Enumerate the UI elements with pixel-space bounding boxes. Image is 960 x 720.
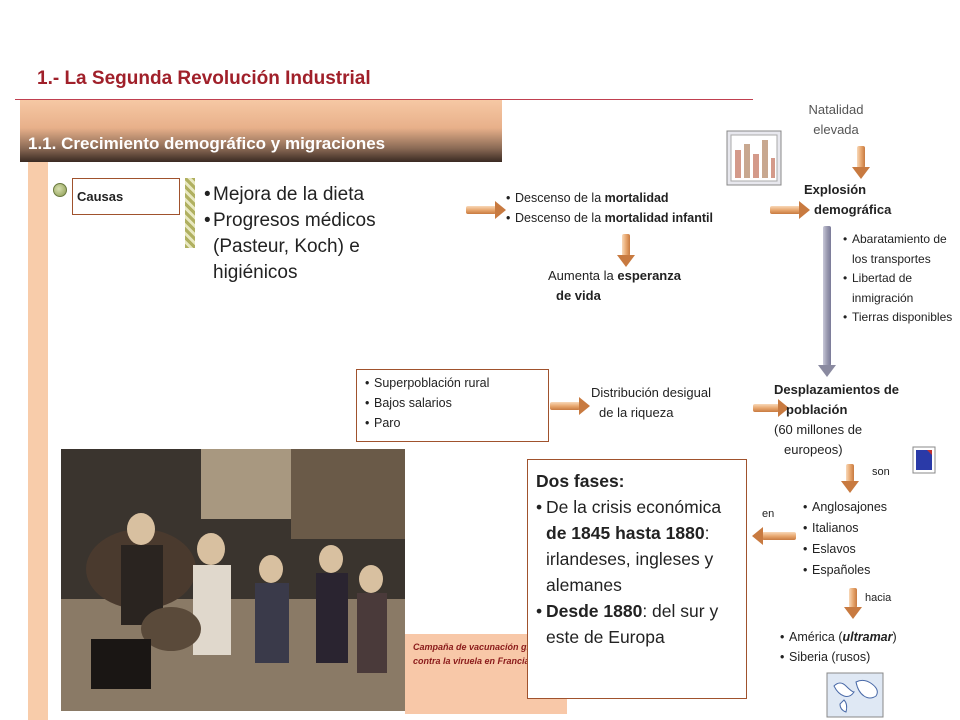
causas-box: Causas bbox=[72, 178, 180, 215]
distribucion-line: de la riqueza bbox=[599, 405, 674, 420]
desplazamientos-text: Desplazamientos de población (60 millone… bbox=[774, 380, 934, 460]
list-item: Mejora de la dieta bbox=[204, 182, 394, 208]
vaccination-illustration bbox=[61, 449, 405, 711]
list-item: Descenso de la mortalidad bbox=[506, 188, 766, 208]
arrow-right-icon bbox=[466, 201, 506, 219]
list-item: Paro bbox=[365, 413, 548, 433]
list-item: Abaratamiento de los transportes bbox=[843, 230, 958, 269]
arrow-down-icon bbox=[841, 464, 859, 493]
natalidad-line: elevada bbox=[813, 122, 859, 137]
natalidad-text: Natalidad elevada bbox=[796, 100, 876, 140]
rural-box: Superpoblación rural Bajos salarios Paro bbox=[356, 369, 549, 442]
section-subtitle: 1.1. Crecimiento demográfico y migracion… bbox=[28, 134, 386, 153]
factores-list: Abaratamiento de los transportes Liberta… bbox=[843, 230, 958, 328]
list-item: Libertad de inmigración bbox=[843, 269, 958, 308]
list-item: Superpoblación rural bbox=[365, 373, 548, 393]
list-item: Tierras disponibles bbox=[843, 308, 958, 328]
list-item: Desde 1880: del sur y este de Europa bbox=[536, 598, 746, 650]
left-accent-bar bbox=[28, 100, 48, 720]
list-item: De la crisis económica de 1845 hasta 188… bbox=[536, 494, 746, 598]
fases-list: De la crisis económica de 1845 hasta 188… bbox=[536, 494, 746, 650]
causas-list: Mejora de la dieta Progresos médicos (Pa… bbox=[204, 182, 394, 286]
arrow-right-icon bbox=[550, 397, 590, 415]
explosion-text: Explosión demográfica bbox=[804, 180, 924, 220]
list-item: Descenso de la mortalidad infantil bbox=[506, 208, 766, 228]
world-map-icon bbox=[826, 672, 884, 718]
en-label: en bbox=[762, 508, 775, 520]
arrow-right-icon bbox=[753, 399, 789, 417]
desplazamientos-line: europeos) bbox=[784, 442, 843, 457]
list-item: Siberia (rusos) bbox=[780, 647, 950, 667]
hacia-label: hacia bbox=[865, 592, 892, 604]
title-underline bbox=[15, 99, 753, 100]
subtitle-band bbox=[20, 100, 502, 162]
distribucion-line: Distribución desigual bbox=[591, 385, 711, 400]
bullet-circle-icon bbox=[53, 183, 67, 197]
explosion-line: Explosión bbox=[804, 182, 867, 197]
esperanza-text: Aumenta la esperanza de vida bbox=[548, 268, 681, 303]
list-item: Progresos médicos (Pasteur, Koch) e higi… bbox=[204, 208, 394, 286]
son-label: son bbox=[872, 466, 890, 478]
arrow-down-icon bbox=[852, 146, 870, 179]
list-item: Españoles bbox=[803, 560, 923, 581]
desplazamientos-line: (60 millones de bbox=[774, 422, 863, 437]
fases-heading: Dos fases: bbox=[536, 471, 625, 491]
bar-chart-icon bbox=[726, 130, 782, 186]
arrow-left-icon bbox=[752, 527, 796, 545]
mortalidad-list: Descenso de la mortalidad Descenso de la… bbox=[506, 188, 766, 228]
destinos-list: América (ultramar) Siberia (rusos) bbox=[780, 627, 950, 667]
zigzag-divider bbox=[185, 178, 195, 248]
origenes-list: Anglosajones Italianos Eslavos Españoles bbox=[803, 497, 923, 581]
desplazamientos-line: población bbox=[786, 402, 848, 417]
arrow-right-icon bbox=[770, 201, 810, 219]
explosion-line: demográfica bbox=[814, 202, 892, 217]
list-item: Eslavos bbox=[803, 539, 923, 560]
page-title: 1.- La Segunda Revolución Industrial bbox=[37, 68, 371, 89]
list-item: Bajos salarios bbox=[365, 393, 548, 413]
arrow-down-icon bbox=[844, 588, 862, 619]
fases-box: Dos fases: De la crisis económica de 184… bbox=[527, 459, 747, 699]
arrow-down-icon bbox=[617, 234, 635, 267]
list-item: Anglosajones bbox=[803, 497, 923, 518]
document-icon[interactable] bbox=[912, 446, 936, 474]
list-item: Italianos bbox=[803, 518, 923, 539]
desplazamientos-line: Desplazamientos de bbox=[774, 382, 899, 397]
list-item: América (ultramar) bbox=[780, 627, 950, 647]
natalidad-line: Natalidad bbox=[808, 102, 864, 117]
distribucion-text: Distribución desigual de la riqueza bbox=[591, 383, 751, 423]
rural-list: Superpoblación rural Bajos salarios Paro bbox=[365, 373, 548, 433]
arrow-down-icon bbox=[818, 226, 836, 377]
